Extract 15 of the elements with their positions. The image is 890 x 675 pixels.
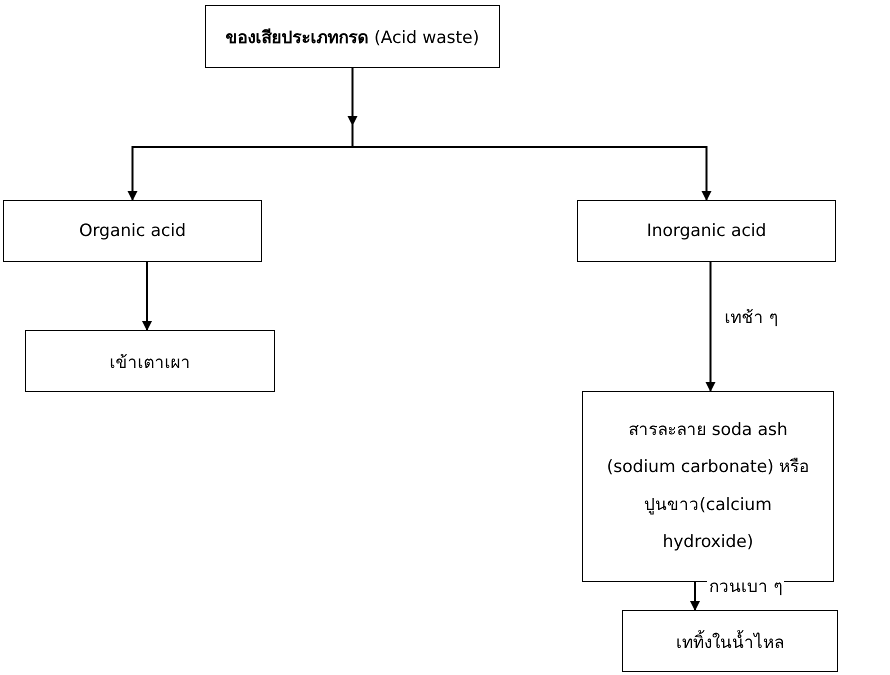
box-text: สารละลาย soda ash (sodium carbonate) หรือ ปูนขาว(calcium hydroxide) bbox=[606, 418, 810, 554]
process-box bbox=[25, 330, 275, 392]
process-box bbox=[582, 391, 834, 582]
box-text: เข้าเตาเผา bbox=[110, 352, 190, 374]
process-box bbox=[577, 200, 836, 262]
box-text: เททิ้งในน้ำไหล bbox=[676, 628, 784, 654]
arrow bbox=[706, 262, 716, 392]
box-text: ของเสียประเภทกรด (Acid waste) bbox=[226, 27, 480, 50]
box-text: Organic acid bbox=[79, 221, 186, 241]
process-box bbox=[205, 5, 500, 68]
process-box bbox=[3, 200, 262, 262]
arrow bbox=[142, 262, 152, 331]
arrow bbox=[690, 582, 700, 611]
box-text: Inorganic acid bbox=[646, 221, 766, 241]
process-box bbox=[622, 610, 838, 672]
